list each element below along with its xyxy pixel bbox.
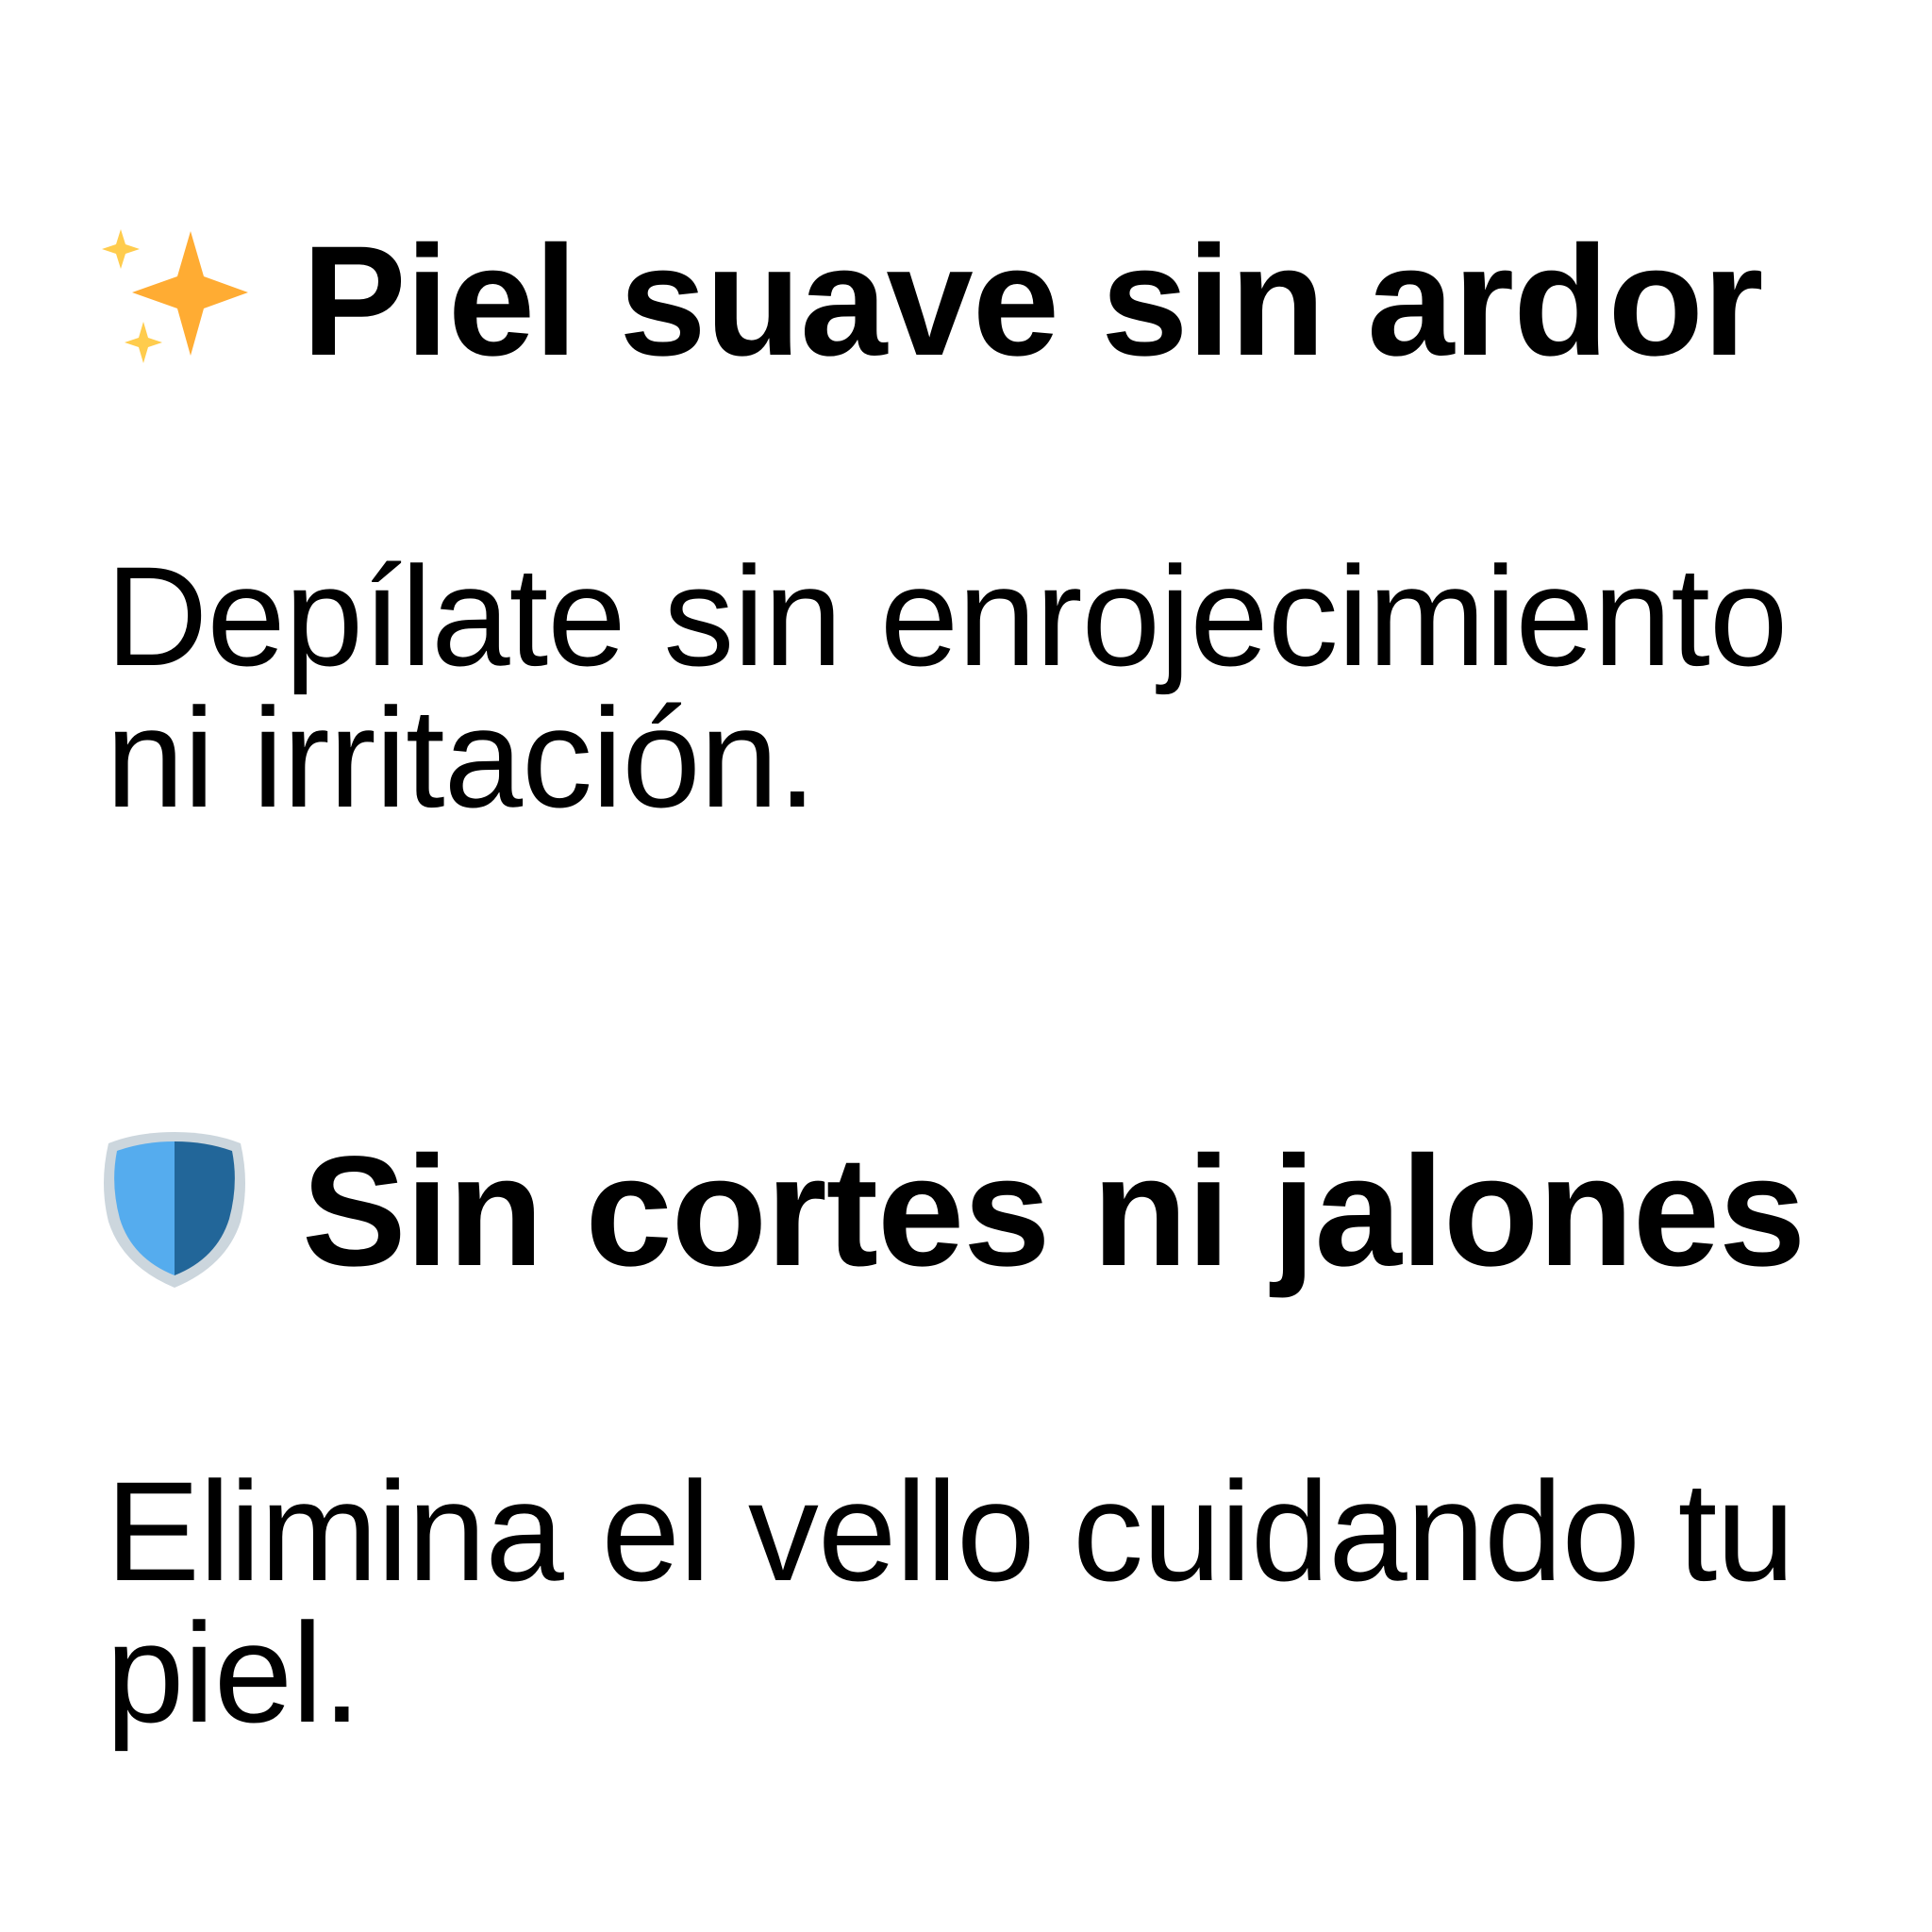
shield-icon [94,1132,255,1292]
feature-title: Sin cortes ni jalones [302,1124,1806,1299]
feature-title: Piel suave sin ardor [302,214,1763,389]
feature-description: Depílate sin enrojecimiento ni irritació… [106,537,1788,837]
sparkles-icon [94,222,255,382]
feature-heading-row: Sin cortes ni jalones [94,1132,1924,1292]
feature-description: Elimina el vello cuidando tu piel. [106,1452,1795,1752]
feature-heading-row: Piel suave sin ardor [94,222,1924,382]
